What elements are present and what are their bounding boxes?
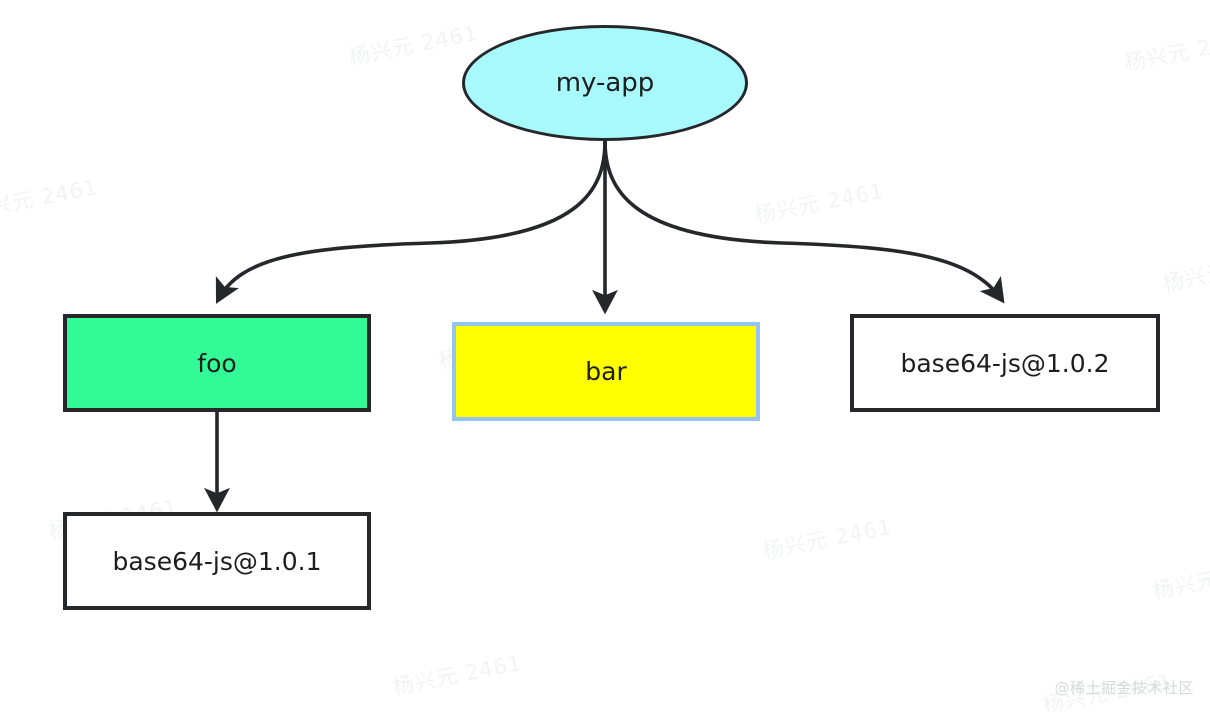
node-my-app[interactable]: my-app (462, 25, 748, 141)
node-base64-js-102[interactable]: base64-js@1.0.2 (850, 314, 1160, 412)
node-bar[interactable]: bar (452, 322, 760, 421)
node-foo[interactable]: foo (63, 314, 371, 412)
node-base64-js-102-label: base64-js@1.0.2 (900, 348, 1110, 378)
edge-my-app-to-base64-js-102 (603, 139, 1005, 304)
node-base64-js-101-label: base64-js@1.0.1 (112, 546, 322, 576)
node-bar-label: bar (585, 357, 627, 386)
node-base64-js-101[interactable]: base64-js@1.0.1 (63, 512, 371, 610)
node-my-app-label: my-app (555, 68, 655, 98)
edge-my-app-to-foo (215, 139, 607, 304)
site-credit-watermark: @稀土掘金技术社区 (1054, 679, 1194, 697)
node-foo-label: foo (197, 348, 237, 378)
